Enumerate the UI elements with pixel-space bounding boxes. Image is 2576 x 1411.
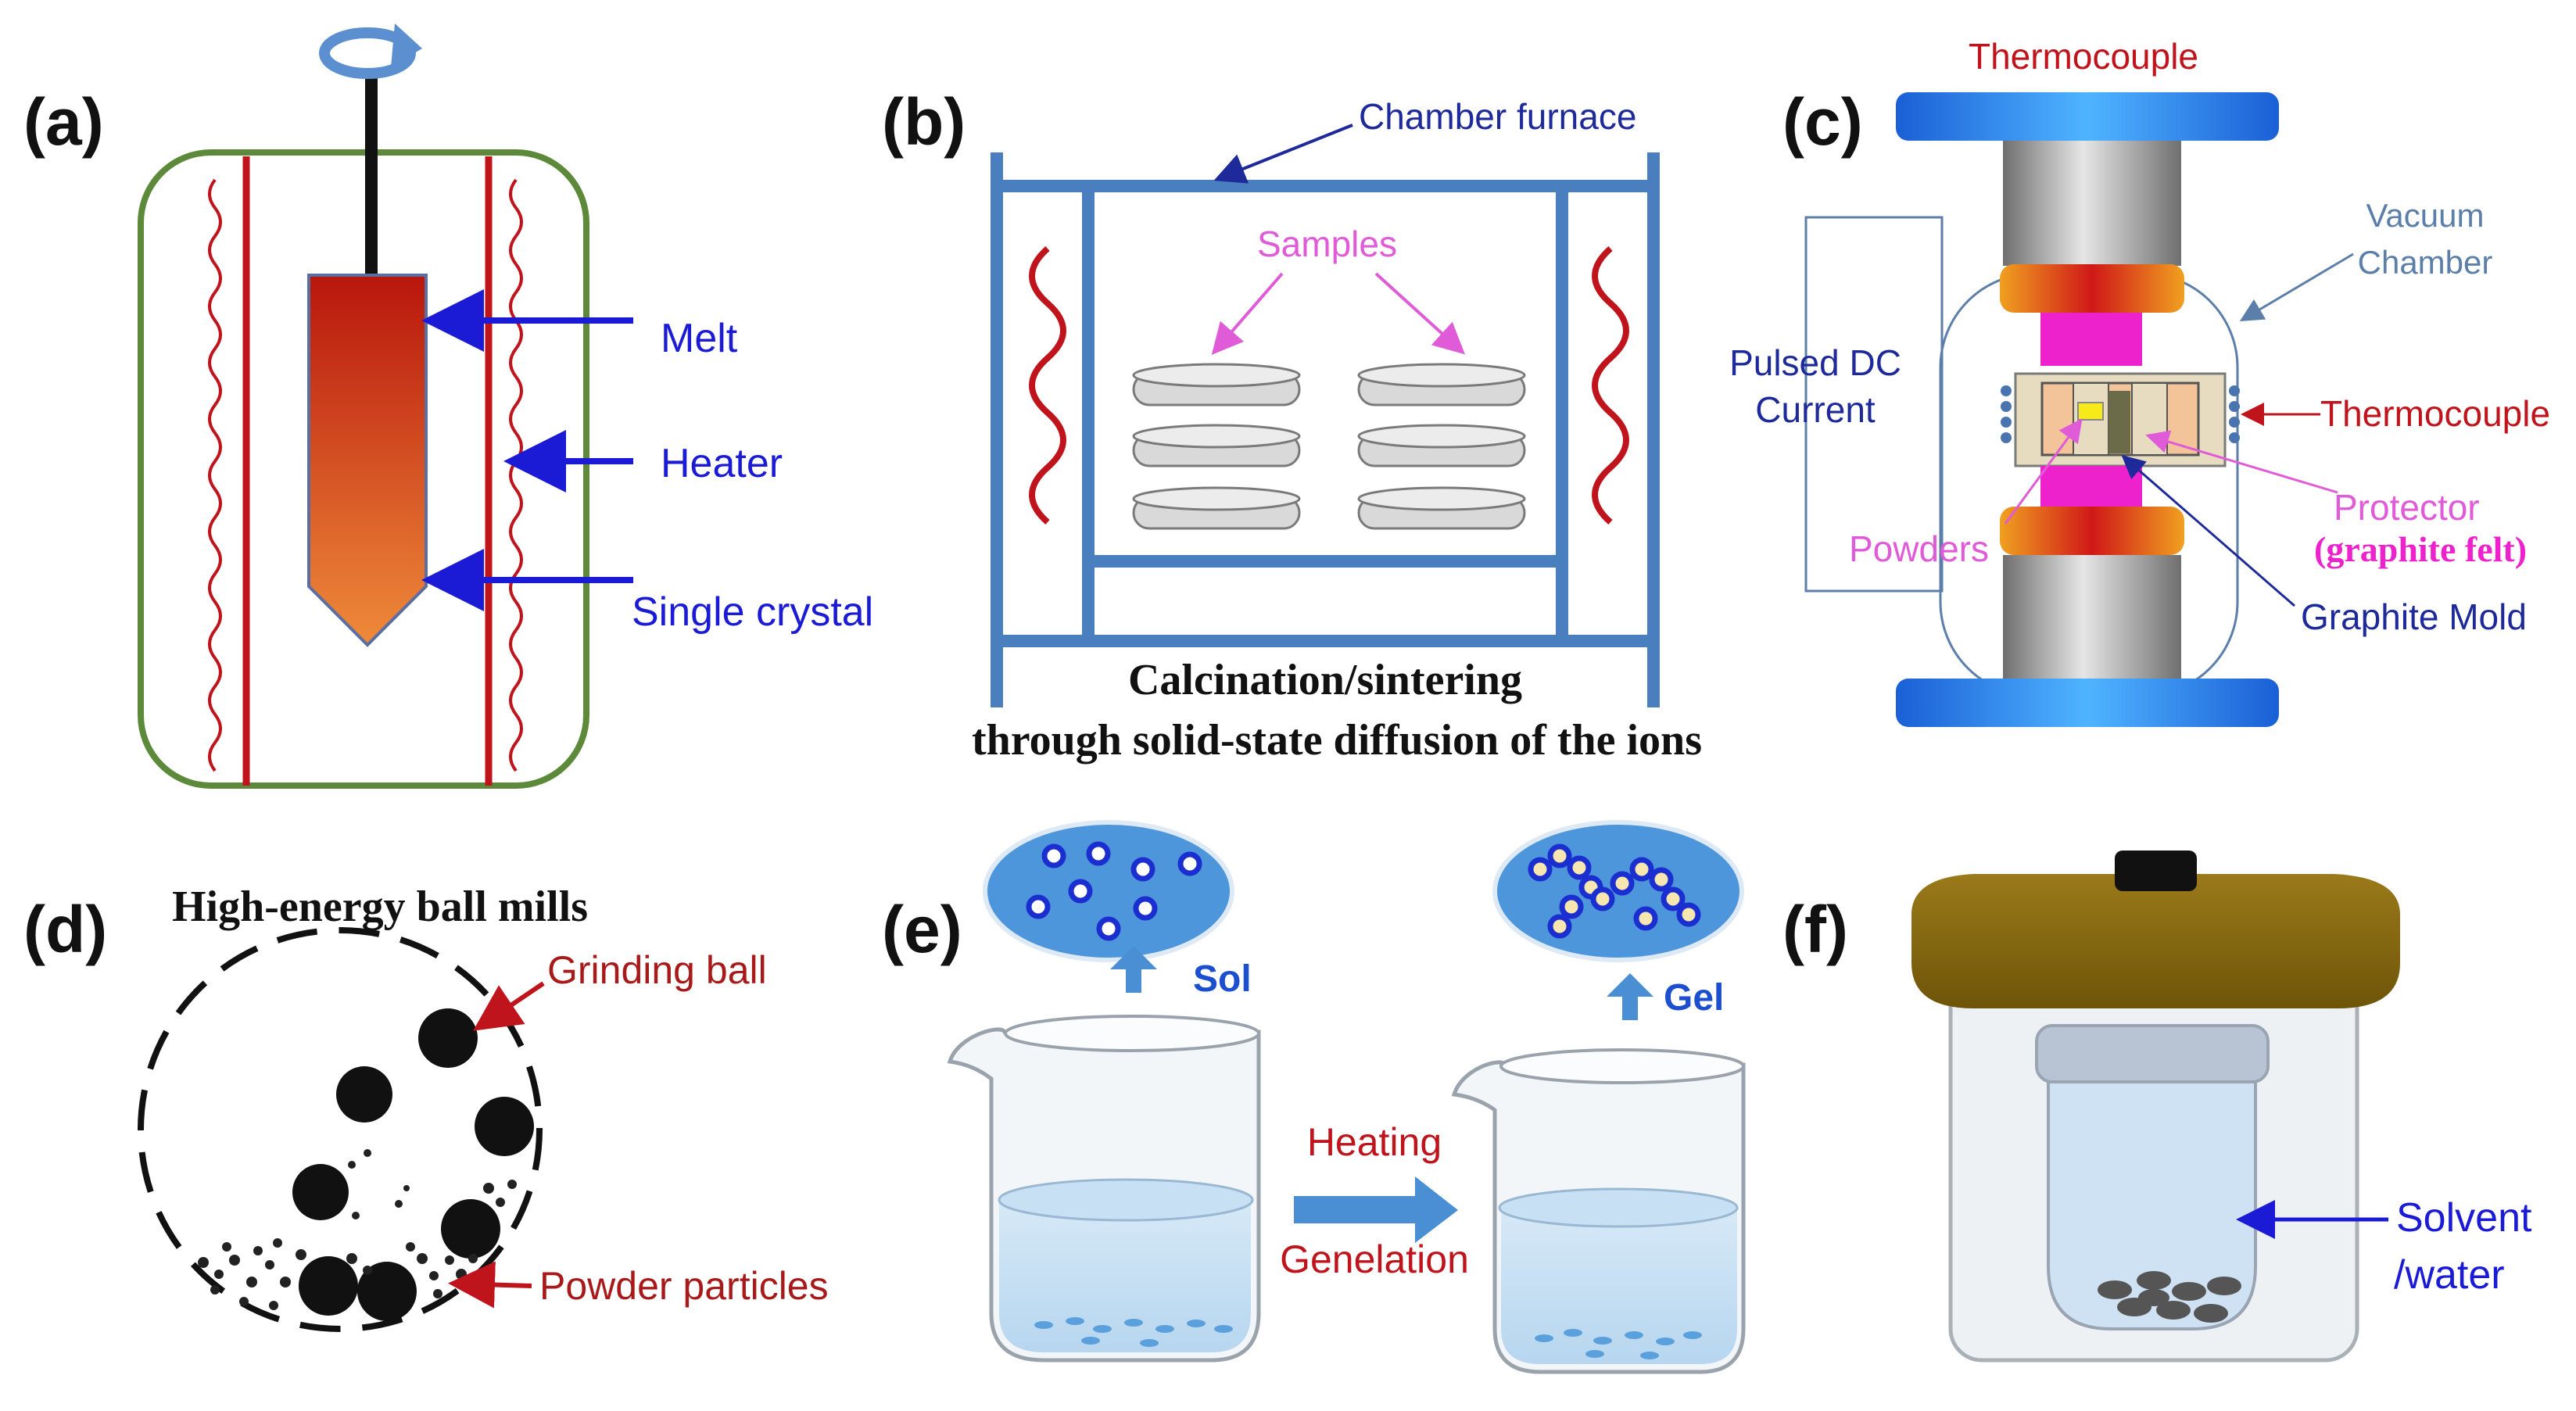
samples-label: Samples: [1257, 224, 1397, 264]
solvent-label-line2: /water: [2394, 1252, 2505, 1298]
graphite-mold-arrow: [2121, 455, 2295, 607]
pulsed-dc-line2: Current: [1755, 389, 1876, 430]
autoclave-lid: [1911, 874, 2400, 1008]
single-crystal-label: Single crystal: [632, 589, 873, 635]
crystal-boule: [307, 274, 428, 647]
sol-label: Sol: [1193, 958, 1252, 1000]
panel-d: (d) High-energy ball mills Grinding ball: [23, 883, 829, 1332]
precursor-pellets: [2098, 1271, 2241, 1323]
genelation-label: Genelation: [1280, 1237, 1469, 1281]
beaker-left: [947, 1015, 1261, 1363]
panel-e: (e) Sol Heating Genelation: [882, 820, 1746, 1374]
panel-c: (c) Thermocouple Vacuum Chamber Pulsed D…: [1729, 36, 2550, 727]
thermocouple-side-label: Thermocouple: [2320, 393, 2550, 434]
furnace-frame: [991, 152, 1660, 707]
grinding-ball-arrow: [473, 981, 545, 1031]
pulsed-dc-line1: Pulsed DC: [1729, 342, 1901, 383]
heating-element-left: [1029, 245, 1066, 525]
top-punch: [2040, 313, 2142, 366]
top-spacer: [2000, 264, 2184, 313]
heating-label: Heating: [1307, 1120, 1442, 1164]
powder-sample: [2077, 402, 2104, 421]
panel-f: (f) Solvent /water: [1782, 851, 2532, 1363]
gel-label: Gel: [1664, 977, 1724, 1019]
solvent-label-line1: Solvent: [2396, 1195, 2532, 1241]
panel-f-label: (f): [1782, 893, 1848, 966]
panel-c-label: (c): [1782, 85, 1863, 159]
bottom-electrode-plate: [1896, 679, 2279, 727]
teflon-liner: [2047, 1080, 2257, 1330]
protector-label: Protector: [2334, 487, 2480, 528]
sol-up-arrow-icon: [1110, 946, 1157, 993]
caption-line2: through solid-state diffusion of the ion…: [972, 716, 1702, 765]
grinding-ball-label: Grinding ball: [547, 948, 767, 992]
grinding-balls: [292, 1008, 534, 1321]
panel-b-label: (b): [882, 85, 966, 159]
panel-d-label: (d): [23, 893, 107, 966]
chamber-furnace-label: Chamber furnace: [1359, 96, 1636, 137]
caption-line1: Calcination/sintering: [1128, 656, 1522, 704]
powder-particles-label: Powder particles: [539, 1264, 829, 1308]
graphite-mold-label: Graphite Mold: [2301, 596, 2527, 637]
heating-element-right: [1592, 245, 1629, 525]
vacuum-arrow: [2239, 252, 2354, 322]
top-electrode-plate: [1896, 92, 2279, 141]
lid-knob: [2115, 851, 2197, 891]
bottom-punch: [2040, 466, 2142, 509]
rotation-arrow-icon: [319, 23, 422, 79]
chamber-furnace-arrow: [1213, 124, 1353, 184]
panel-b: (b) Chamber furnace Samples: [882, 85, 1702, 765]
samples-arrow-left: [1211, 272, 1284, 356]
thermocouple-beads: [2001, 385, 2240, 443]
panel-a-label: (a): [23, 85, 104, 159]
dc-circuit-box: [1804, 216, 1944, 593]
heater-coil-left: [208, 178, 222, 772]
sample-pellets: [1132, 363, 1526, 530]
mill-jar: [138, 927, 543, 1332]
vacuum-label-line2: Chamber: [2358, 244, 2493, 281]
thermocouple-top-label: Thermocouple: [1969, 36, 2198, 77]
powders-label: Powders: [1849, 528, 1989, 569]
melt-label: Melt: [661, 316, 738, 361]
panel-e-label: (e): [882, 893, 962, 966]
protector-arrow: [2145, 430, 2338, 494]
gel-network: [1528, 843, 1701, 939]
graphite-felt-label: (graphite felt): [2314, 529, 2527, 569]
gel-up-arrow-icon: [1607, 973, 1653, 1020]
ball-mill-title: High-energy ball mills: [172, 883, 588, 931]
bottom-spacer: [2000, 507, 2184, 555]
powders-arrow: [2004, 418, 2083, 525]
liner-cap: [2035, 1024, 2270, 1083]
vacuum-label-line1: Vacuum: [2366, 197, 2485, 234]
heating-arrow-icon: [1294, 1176, 1458, 1243]
panel-a: (a) Melt Heater Single crystal: [23, 23, 873, 789]
heater-label: Heater: [661, 441, 783, 486]
top-ram: [2003, 141, 2181, 266]
punch-rod: [2108, 391, 2130, 453]
sol-particles: [1026, 841, 1202, 941]
beaker-right: [1451, 1048, 1746, 1374]
crucible-outline: [138, 149, 589, 789]
samples-arrow-right: [1374, 272, 1465, 355]
powder-particles-arrow: [448, 1261, 532, 1309]
bottom-ram: [2003, 555, 2181, 680]
heater-coil-right: [509, 178, 523, 772]
